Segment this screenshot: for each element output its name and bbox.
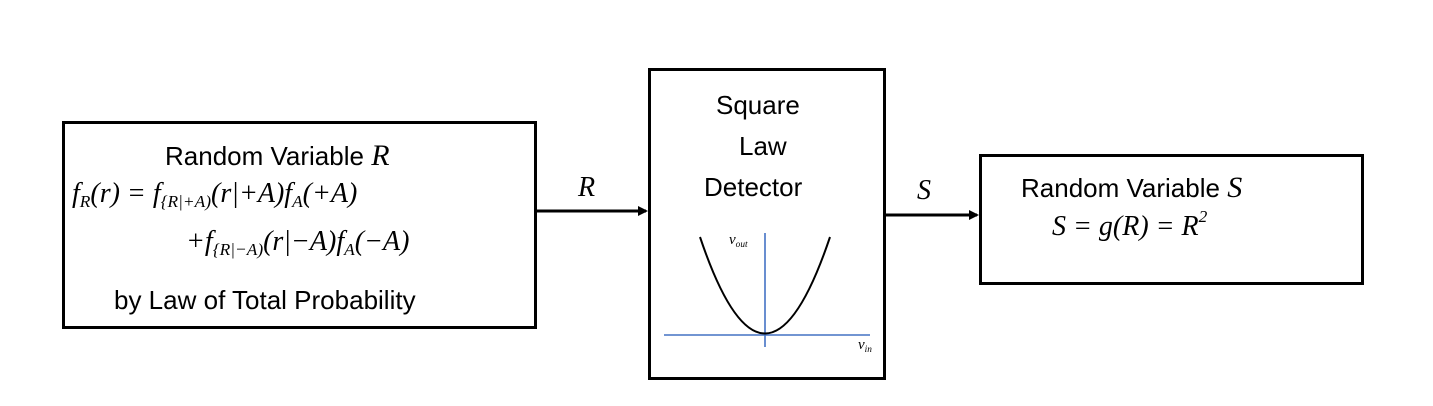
random-variable-r-box <box>62 121 537 329</box>
law-of-total-probability-note: by Law of Total Probability <box>114 285 416 315</box>
arrow-label-r: R <box>578 172 596 203</box>
right-box-title: Random Variable S <box>1021 171 1243 204</box>
detector-title-line-2: Law <box>739 131 787 161</box>
pdf-line-2: +f{R|−A)(r|−A)fA(−A) <box>186 226 410 260</box>
random-variable-s-box <box>979 154 1364 285</box>
arrow-label-s: S <box>917 175 931 206</box>
pdf-line-1: fR(r) = f{R|+A)(r|+A)fA(+A) <box>72 178 358 212</box>
x-axis-label: vin <box>858 337 872 355</box>
detector-title-line-1: Square <box>716 90 800 120</box>
square-law-detector-box <box>648 68 886 380</box>
parabola-curve <box>699 236 831 335</box>
detector-title-line-3: Detector <box>704 172 803 202</box>
square-law-graph <box>664 233 870 347</box>
y-axis-label: vout <box>729 232 748 250</box>
left-box-title: Random Variable R <box>165 139 390 172</box>
transform-equation: S = g(R) = R2 <box>1052 207 1208 243</box>
